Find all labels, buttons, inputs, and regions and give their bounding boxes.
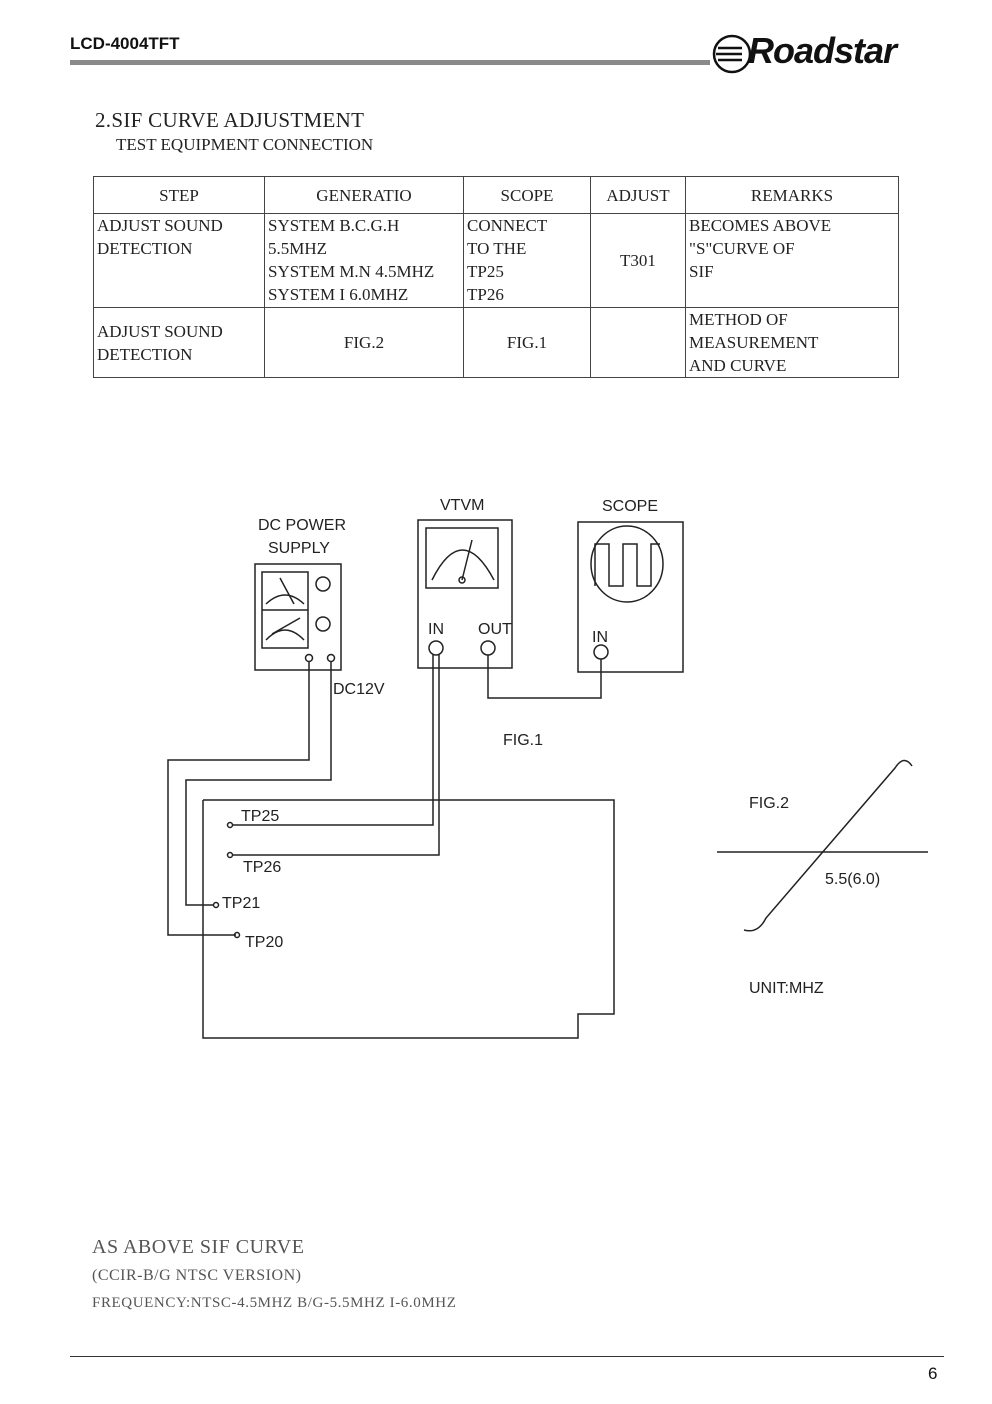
dc-knob-icon: [315, 576, 331, 592]
cell-line: CONNECT: [467, 216, 548, 235]
tp26-label: TP26: [243, 859, 281, 876]
vtvm-out-label: OUT: [478, 621, 512, 638]
brand-logo: Roadstar: [712, 28, 944, 78]
cell-generator: FIG.2: [264, 307, 464, 378]
cell-line: 5.5MHZ: [268, 239, 328, 258]
scope-screen: [590, 525, 664, 603]
cell-remarks: METHOD OF MEASUREMENT AND CURVE: [685, 307, 899, 378]
vtvm-label: VTVM: [440, 497, 484, 514]
fig2-center-label: 5.5(6.0): [825, 871, 880, 888]
vtvm-in-label: IN: [428, 621, 444, 638]
dc-terminal-icon: [326, 653, 336, 663]
header-scope: SCOPE: [463, 176, 591, 214]
page-number: 6: [928, 1364, 938, 1383]
cell-line: TO THE: [467, 239, 527, 258]
header-adjust: ADJUST: [590, 176, 686, 214]
dc-knob-icon: [315, 616, 331, 632]
cell-line: DETECTION: [97, 344, 193, 364]
cell-line: AND CURVE: [689, 356, 787, 375]
fig2-caption: FIG.2: [749, 795, 789, 812]
note-line: AS ABOVE SIF CURVE: [92, 1236, 305, 1258]
roadstar-mark-icon: [712, 34, 752, 74]
scope-in-jack-icon: [593, 644, 609, 660]
vtvm-box: [417, 519, 513, 669]
vtvm-meter-panel: [425, 527, 499, 589]
cell-line: ADJUST SOUND: [97, 321, 223, 341]
cell-generator: SYSTEM B.C.G.H 5.5MHZ SYSTEM M.N 4.5MHZ …: [264, 213, 464, 308]
fig2-unit-label: UNIT:MHZ: [749, 980, 824, 997]
pcb-outline: [202, 799, 615, 1039]
cell-remarks: BECOMES ABOVE "S"CURVE OF SIF: [685, 213, 899, 308]
cell-line: METHOD OF: [689, 310, 788, 329]
cell-line: TP25: [467, 262, 504, 281]
cell-line: SYSTEM B.C.G.H: [268, 216, 400, 235]
cell-line: DETECTION: [97, 239, 193, 258]
tp25-label: TP25: [241, 808, 279, 825]
table-row: ADJUST SOUND DETECTION FIG.2 FIG.1 METHO…: [93, 307, 899, 378]
adjustment-table: STEP GENERATIO SCOPE ADJUST REMARKS ADJU…: [93, 176, 899, 378]
fig2-s-curve: [743, 759, 913, 932]
header-generator: GENERATIO: [264, 176, 464, 214]
fig1-caption: FIG.1: [503, 732, 543, 749]
header-rule: [70, 60, 710, 65]
section-title: 2.SIF CURVE ADJUSTMENT: [95, 108, 365, 132]
tp21-label: TP21: [222, 895, 260, 912]
vtvm-in-jack-icon: [428, 640, 444, 656]
note-line: (CCIR-B/G NTSC VERSION): [92, 1267, 302, 1284]
dc-terminal-icon: [304, 653, 314, 663]
cell-line: TP26: [467, 285, 504, 304]
dc-power-label: DC POWER: [258, 517, 346, 534]
dc-power-label: SUPPLY: [268, 540, 330, 557]
cell-line: ADJUST SOUND: [97, 216, 223, 235]
brand-name: Roadstar: [748, 30, 897, 71]
model-number: LCD-4004TFT: [70, 34, 180, 53]
cell-line: SYSTEM M.N 4.5MHZ: [268, 262, 435, 281]
tp20-label: TP20: [245, 934, 283, 951]
section-subtitle: TEST EQUIPMENT CONNECTION: [116, 135, 374, 154]
note-line: FREQUENCY:NTSC-4.5MHZ B/G-5.5MHZ I-6.0MH…: [92, 1295, 457, 1311]
cell-line: SIF: [689, 262, 714, 281]
cell-line: MEASUREMENT: [689, 333, 819, 352]
scope-label: SCOPE: [602, 498, 658, 515]
dc12v-label: DC12V: [333, 681, 385, 698]
cell-line: BECOMES ABOVE: [689, 216, 832, 235]
scope-in-label: IN: [592, 629, 608, 646]
notes-block: AS ABOVE SIF CURVE (CCIR-B/G NTSC VERSIO…: [92, 1236, 456, 1312]
dc-power-supply-box: [254, 563, 342, 671]
cell-scope: CONNECT TO THE TP25 TP26: [463, 213, 591, 308]
scope-box: [577, 521, 684, 673]
cell-line: "S"CURVE OF: [689, 239, 795, 258]
cell-line: SYSTEM I 6.0MHZ: [268, 285, 409, 304]
cell-step: ADJUST SOUND DETECTION: [93, 307, 265, 378]
vtvm-out-jack-icon: [480, 640, 496, 656]
cell-adjust: [590, 307, 686, 378]
footer-rule: [70, 1356, 944, 1357]
